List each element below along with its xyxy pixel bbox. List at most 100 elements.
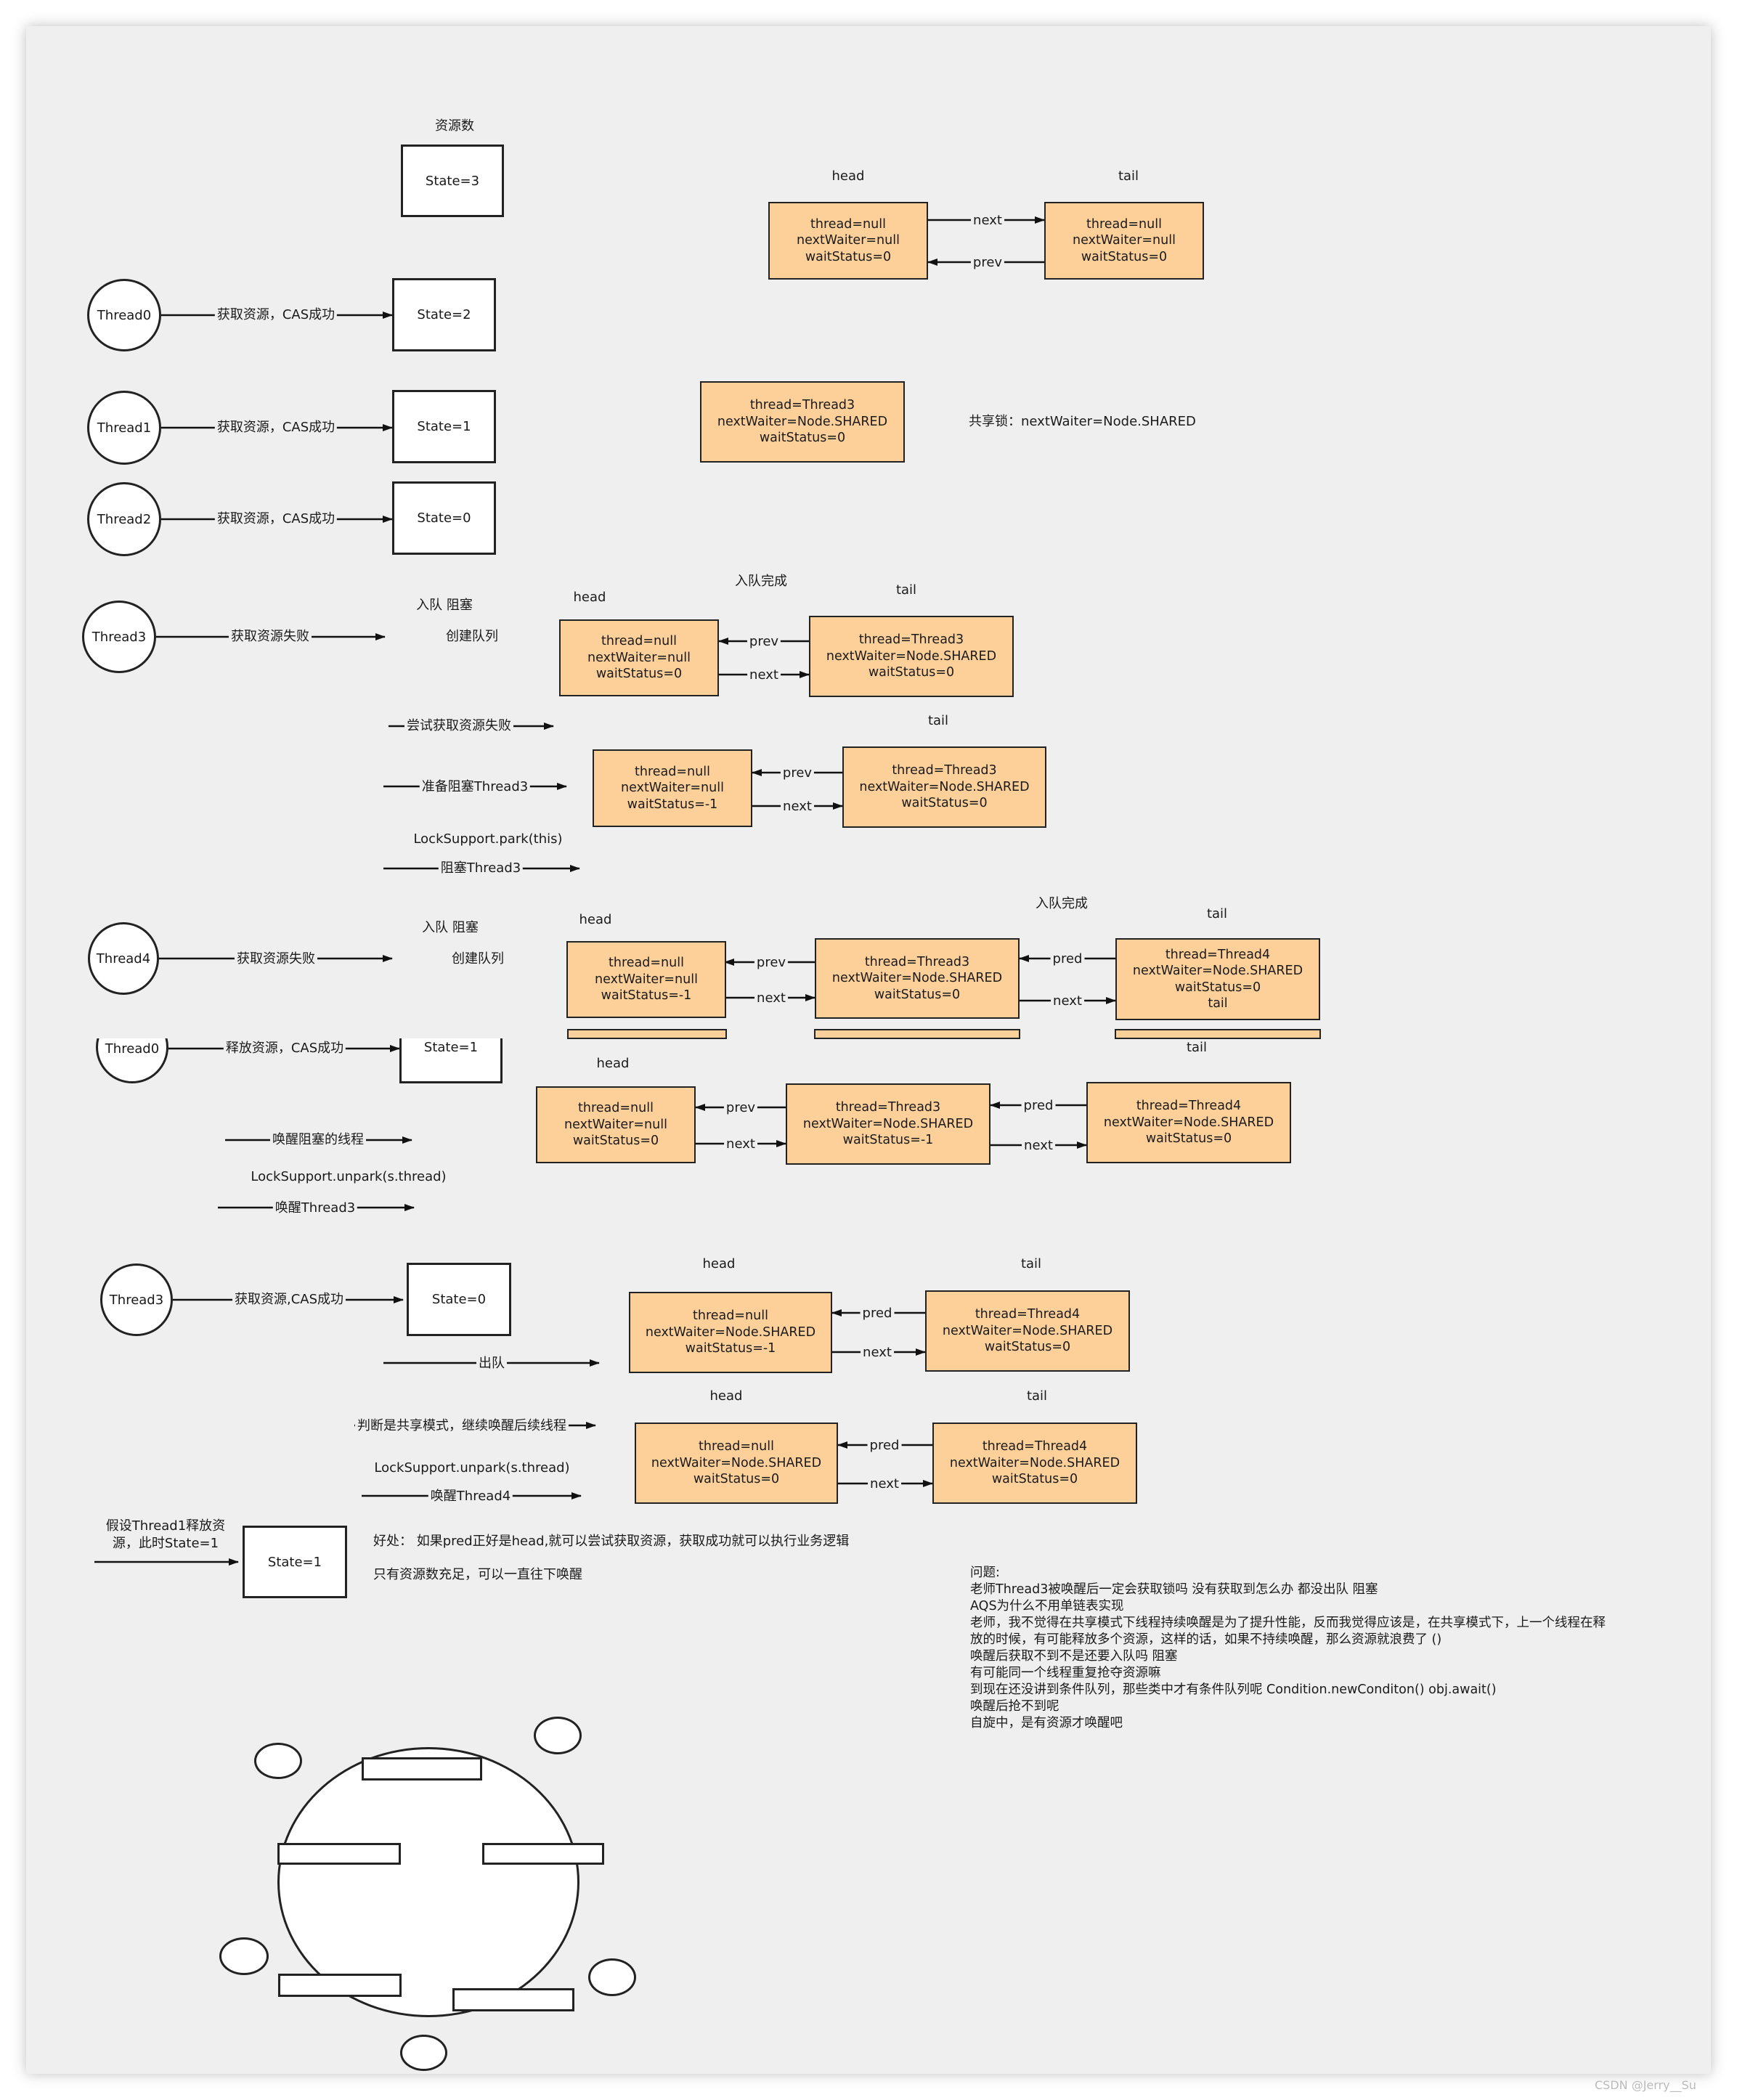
node-field-thread: thread=Thread3 <box>892 763 997 778</box>
question-line: 到现在还没讲到条件队列，那些类中才有条件队列呢 Condition.newCon… <box>970 1682 1497 1697</box>
question-line: 自旋中，是有资源才唤醒吧 <box>970 1716 1123 1730</box>
park-label: LockSupport.park(this) <box>413 831 563 847</box>
node-field-waitstatus: waitStatus=0 <box>874 987 961 1002</box>
arrow-label-t3-acquire: 获取资源,CAS成功 <box>232 1292 346 1308</box>
state-box-3: State=3 <box>401 145 504 217</box>
arrow-label-t2: 获取资源，CAS成功 <box>214 511 338 527</box>
q4-prev-label: prev <box>754 955 789 971</box>
q2-tail-label: tail <box>895 582 917 598</box>
chopstick-rect <box>277 1843 401 1865</box>
chopstick-rect <box>452 1988 574 2011</box>
unpark-label-2: LockSupport.unpark(s.thread) <box>374 1460 570 1476</box>
thread3b-circle: Thread3 <box>100 1263 173 1336</box>
q2-prev-label: prev <box>747 634 781 650</box>
q2-next-label: next <box>747 667 781 683</box>
node-field-nextwaiter: nextWaiter=Node.SHARED <box>1132 964 1303 978</box>
q2-head-node: thread=null nextWaiter=null waitStatus=0 <box>559 619 719 696</box>
q4-head-label: head <box>579 912 612 927</box>
seat-oval <box>219 1937 269 1975</box>
thread0-release-circle: Thread0 <box>96 1038 168 1083</box>
arrow-label-t3: 获取资源失败 <box>229 629 312 645</box>
only-enough-note: 只有资源数充足，可以一直往下唤醒 <box>373 1567 582 1582</box>
node-field-thread: thread=Thread3 <box>749 398 855 413</box>
q6-tail-label: tail <box>1020 1256 1042 1271</box>
q4-tail-label: tail <box>1206 906 1228 921</box>
node-field-waitstatus: waitStatus=-1 <box>842 1133 934 1148</box>
question-line: 老师Thread3被唤醒后一定会获取锁吗 没有获取到怎么办 都没出队 阻塞 <box>970 1582 1378 1597</box>
q7-next-label: next <box>868 1476 901 1492</box>
arrow-label-t1: 获取资源，CAS成功 <box>214 420 338 436</box>
arrow-label-shared-continue: 判断是共享模式，继续唤醒后续线程 <box>355 1418 569 1434</box>
node-field-nextwaiter: nextWaiter=null <box>564 1117 667 1132</box>
arrow-label-wake-t4: 唤醒Thread4 <box>428 1489 513 1505</box>
questions-title: 问题: <box>970 1566 1000 1580</box>
round-table-circle <box>277 1747 579 2017</box>
q6-head-node: thread=null nextWaiter=Node.SHARED waitS… <box>629 1292 832 1373</box>
node-field-thread: thread=null <box>609 956 684 971</box>
watermark: CSDN @Jerry__Su <box>1595 2078 1696 2092</box>
state-box-0b: State=0 <box>407 1263 511 1336</box>
q5-prev-label: prev <box>723 1100 758 1116</box>
q2-enqueue-done-label: 入队完成 <box>735 574 787 589</box>
q3-tail-label: tail <box>927 713 949 728</box>
node-field-thread: thread=null <box>1086 216 1162 232</box>
benefit-note: 好处： 如果pred正好是head,就可以尝试获取资源，获取成功就可以执行业务逻… <box>373 1534 850 1549</box>
q6-next-label: next <box>861 1345 894 1361</box>
q5-pred-label: pred <box>1021 1098 1056 1114</box>
q4-pred-label: pred <box>1050 951 1085 967</box>
node-field-waitstatus: waitStatus=0 <box>991 1472 1078 1487</box>
node-field-waitstatus: waitStatus=0 <box>984 1340 1071 1355</box>
seat-oval <box>254 1743 302 1779</box>
node-field-nextwaiter: nextWaiter=Node.SHARED <box>717 414 888 429</box>
chopstick-rect <box>278 1974 402 1997</box>
enqueue-block-label-1: 入队 阻塞 <box>416 598 473 613</box>
q5-next-label-1: next <box>724 1136 757 1152</box>
node-field-waitstatus: waitStatus=-1 <box>627 797 718 812</box>
node-field-waitstatus: waitStatus=0 <box>1081 249 1168 264</box>
q4-head-node: thread=null nextWaiter=null waitStatus=-… <box>566 941 726 1018</box>
thread2-circle: Thread2 <box>87 482 161 556</box>
q5-head-node: thread=null nextWaiter=null waitStatus=0 <box>536 1086 696 1163</box>
thread0-circle: Thread0 <box>87 279 161 351</box>
node-field-nextwaiter: nextWaiter=null <box>621 781 724 796</box>
q4-mid-node: thread=Thread3 nextWaiter=Node.SHARED wa… <box>815 938 1020 1019</box>
q7-tail-label: tail <box>1026 1388 1048 1404</box>
node-field-thread: thread=Thread4 <box>1136 1099 1242 1114</box>
q4-next-label-2: next <box>1051 993 1084 1009</box>
node-field-waitstatus: waitStatus=0 <box>693 1472 780 1487</box>
node-field-thread: thread=Thread4 <box>1165 947 1271 962</box>
node-field-nextwaiter: nextWaiter=null <box>797 233 900 248</box>
question-line: 有可能同一个线程重复抢夺资源嘛 <box>970 1666 1161 1680</box>
q1-head-label: head <box>831 168 865 184</box>
create-queue-label-1: 创建队列 <box>446 629 498 644</box>
q5-next-label-2: next <box>1022 1138 1055 1154</box>
question-line: 唤醒后抢不到呢 <box>970 1699 1059 1714</box>
thread3-circle: Thread3 <box>82 601 156 673</box>
node-field-waitstatus: waitStatus=0 <box>1145 1131 1232 1147</box>
thread1-circle: Thread1 <box>87 391 161 465</box>
node-field-thread: thread=null <box>699 1439 774 1454</box>
q3-head-node: thread=null nextWaiter=null waitStatus=-… <box>593 749 752 827</box>
node-field-thread: thread=Thread4 <box>975 1307 1081 1322</box>
node-field-waitstatus: waitStatus=0 <box>805 249 892 264</box>
arrow-label-wake-blocked: 唤醒阻塞的线程 <box>270 1132 366 1148</box>
q1-tail-node: thread=null nextWaiter=null waitStatus=0 <box>1044 202 1204 280</box>
q6-tail-node: thread=Thread4 nextWaiter=Node.SHARED wa… <box>925 1290 1130 1372</box>
q1-prev-label: prev <box>970 255 1005 271</box>
node-field-nextwaiter: nextWaiter=Node.SHARED <box>949 1455 1120 1470</box>
node-field-tail-tag: tail <box>1208 996 1228 1011</box>
q3-tail-node: thread=Thread3 nextWaiter=Node.SHARED wa… <box>842 746 1046 828</box>
unpark-label-1: LockSupport.unpark(s.thread) <box>251 1169 447 1184</box>
arrow-label-wake-t3: 唤醒Thread3 <box>272 1200 358 1216</box>
question-line: 放的时候，有可能释放多个资源，这样的话，如果不持续唤醒，那么资源就浪费了 () <box>970 1632 1442 1647</box>
node-field-waitstatus: waitStatus=0 <box>901 796 988 811</box>
q1-next-label: next <box>971 213 1004 229</box>
arrow-label-t0: 获取资源，CAS成功 <box>214 307 338 323</box>
q4-enqueue-done-label: 入队完成 <box>1036 896 1088 911</box>
node-field-waitstatus: waitStatus=-1 <box>601 988 692 1004</box>
arrow-label-block: 阻塞Thread3 <box>438 860 524 876</box>
seat-oval <box>534 1717 582 1754</box>
arrow-label-try-fail: 尝试获取资源失败 <box>404 718 513 734</box>
node-field-waitstatus: waitStatus=0 <box>759 431 846 446</box>
node-field-waitstatus: waitStatus=0 <box>868 665 955 680</box>
